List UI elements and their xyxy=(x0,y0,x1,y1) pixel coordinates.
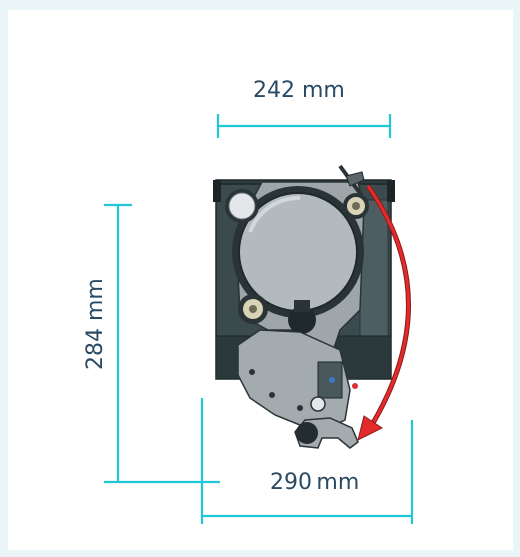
dimension-label-width-top: 242 mm xyxy=(253,78,345,103)
swing-arm-hole-2 xyxy=(269,392,275,398)
pivot-knob xyxy=(288,306,316,334)
housing-panel-right xyxy=(359,199,389,351)
hook-roller xyxy=(296,422,318,444)
roller-mid-left-hub xyxy=(249,305,257,313)
arm-bracket xyxy=(317,361,343,399)
corner-block-right xyxy=(387,180,395,202)
swing-arm-hole-1 xyxy=(249,369,255,375)
pivot-knob-stem xyxy=(294,300,310,312)
arm-red-dot xyxy=(352,383,358,389)
machine xyxy=(213,164,395,449)
swing-arm-hole-3 xyxy=(297,405,303,411)
roller-top-left-face xyxy=(228,192,256,220)
dimension-label-height: 284 mm xyxy=(83,278,108,370)
arm-gear xyxy=(310,396,326,412)
arm-blue-dot xyxy=(329,377,335,383)
curved-arrow-icon xyxy=(357,184,411,441)
dimension-label-width-bottom: 290 mm xyxy=(270,470,360,495)
dimension-lines xyxy=(104,114,414,524)
lever-top-knob xyxy=(345,171,365,187)
roller-top-right-hub xyxy=(352,202,360,210)
corner-block-left xyxy=(213,180,221,202)
drum-highlight xyxy=(248,195,301,233)
